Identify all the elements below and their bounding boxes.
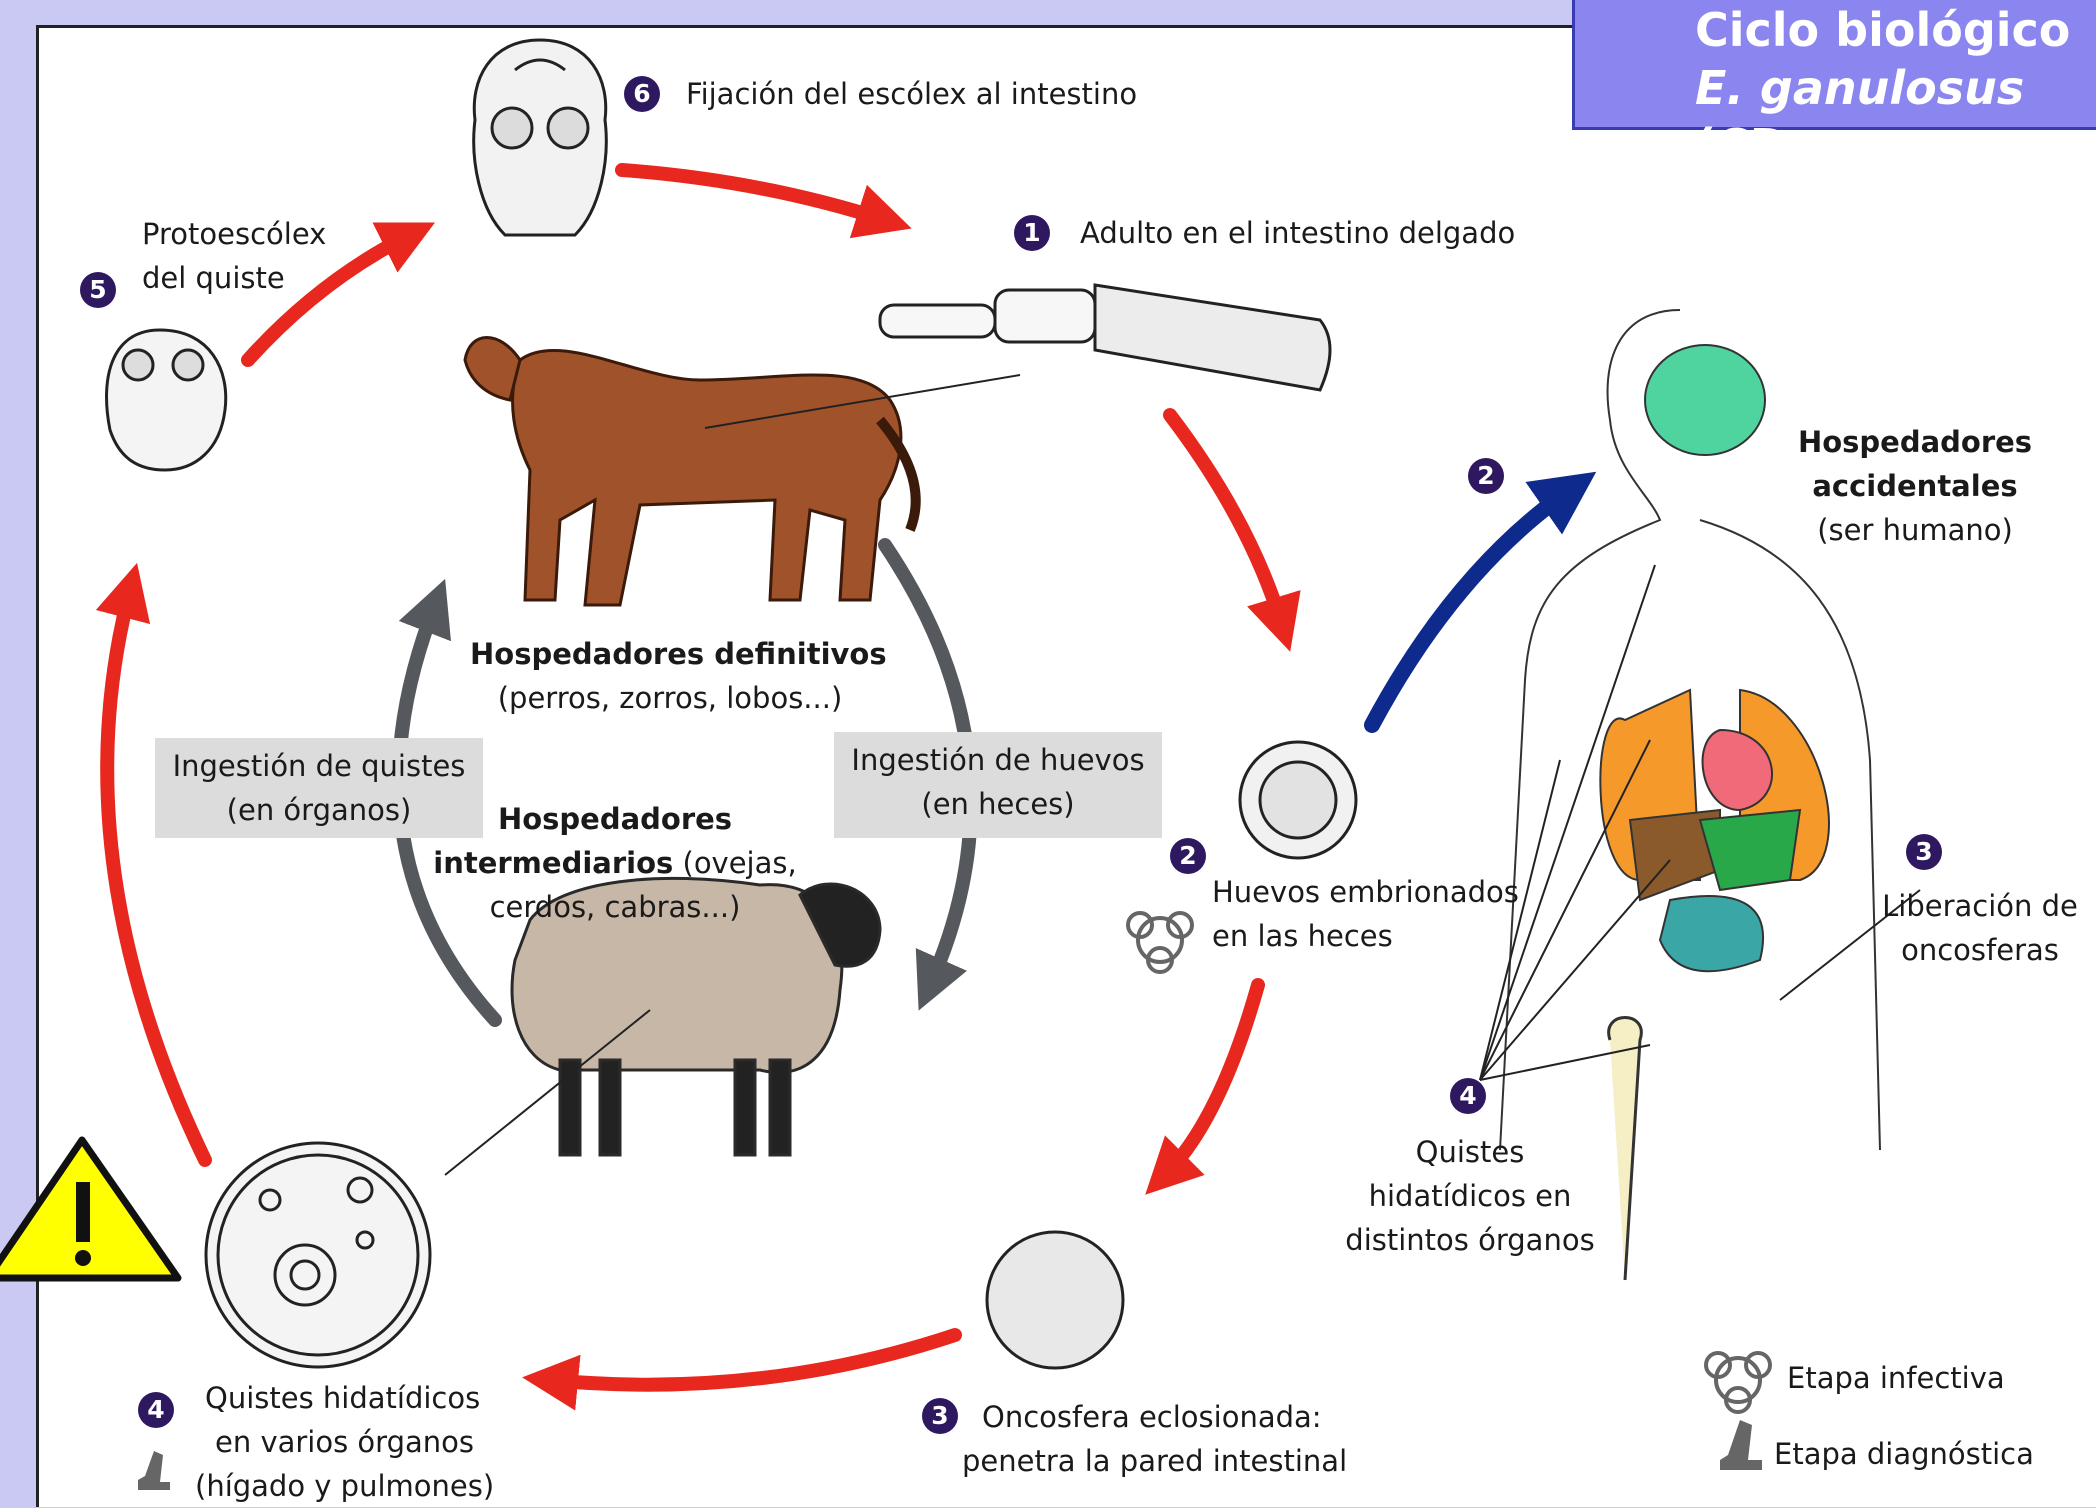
- accidental-host-title-line2: accidentales: [1790, 464, 2040, 508]
- title-species: E. ganulosus: [1695, 61, 2024, 115]
- human-cysts-line3: distintos órganos: [1300, 1218, 1640, 1262]
- accidental-host-subtitle: (ser humano): [1790, 508, 2040, 552]
- stage-6-badge: 6: [624, 76, 660, 112]
- stage-5-label-line1: Protoescólex: [142, 212, 326, 256]
- stage-5-badge: 5: [80, 272, 116, 308]
- biohazard-icon-egg-stage: [1128, 913, 1192, 972]
- human-cysts-line1: Quistes: [1300, 1130, 1640, 1174]
- human-stage-2-badge: 2: [1468, 458, 1504, 494]
- title-suffix: (CD: [1695, 119, 1788, 173]
- egg-ingestion-line1: Ingestión de huevos: [834, 738, 1162, 782]
- stage-4-badge: 4: [138, 1392, 174, 1428]
- oncosphere-release-line2: oncosferas: [1870, 928, 2090, 972]
- stage-1-badge: 1: [1014, 215, 1050, 251]
- arrow-6-to-1: [622, 170, 885, 220]
- stage-2-label-line2: en las heces: [1212, 914, 1393, 958]
- human-stage-3-badge: 3: [1906, 834, 1942, 870]
- stage-3-label-line1: Oncosfera eclosionada:: [982, 1395, 1322, 1439]
- stage-2-label-line1: Huevos embrionados: [1212, 870, 1519, 914]
- arrow-2-to-3: [1165, 985, 1258, 1175]
- scolex-illustration: [474, 40, 607, 235]
- stage-1-label: Adulto en el intestino delgado: [1080, 211, 1515, 255]
- arrow-1-to-2: [1170, 415, 1282, 625]
- warning-icon: [0, 1140, 178, 1278]
- oncosphere-illustration: [987, 1232, 1123, 1368]
- dog-illustration: [465, 338, 916, 606]
- stage-5-label-line2: del quiste: [142, 256, 285, 300]
- stage-2-badge: 2: [1170, 838, 1206, 874]
- legend-infective-label: Etapa infectiva: [1787, 1356, 2005, 1400]
- cyst-ingestion-line2: (en órganos): [155, 788, 483, 832]
- stage-3-label-line2: penetra la pared intestinal: [962, 1439, 1347, 1483]
- cyst-ingestion-box: Ingestión de quistes (en órganos): [155, 738, 483, 838]
- intermediate-host-line3: cerdos, cabras...): [440, 885, 790, 929]
- arrow-3-to-4: [550, 1335, 955, 1385]
- stage-4-label-line1: Quistes hidatídicos: [205, 1376, 480, 1420]
- microscope-icon-legend: [1720, 1420, 1762, 1470]
- intermediate-host-title: Hospedadores: [440, 797, 790, 841]
- intermediate-host-bold: intermediarios: [433, 846, 673, 880]
- biohazard-icon-legend: [1706, 1353, 1770, 1412]
- definitive-host-examples: (perros, zorros, lobos...): [470, 676, 870, 720]
- stage-3-badge: 3: [922, 1398, 958, 1434]
- title-box: Ciclo biológico E. ganulosus (CD: [1572, 0, 2096, 130]
- definitive-host-title: Hospedadores definitivos: [470, 632, 870, 676]
- human-cysts-line2: hidatídicos en: [1300, 1174, 1640, 1218]
- arrow-4-to-5: [107, 590, 205, 1160]
- oncosphere-release-line1: Liberación de: [1870, 884, 2090, 928]
- stage-6-label: Fijación del escólex al intestino: [686, 72, 1137, 116]
- protoscolex-illustration: [107, 330, 226, 470]
- egg-ingestion-line2: (en heces): [834, 782, 1162, 826]
- embryonated-egg-illustration: [1240, 742, 1356, 858]
- human-stage-4-badge: 4: [1450, 1078, 1486, 1114]
- title-line1: Ciclo biológico: [1695, 1, 2096, 59]
- title-line2: E. ganulosus (CD: [1695, 59, 2096, 175]
- stage-4-label-line2: en varios órganos: [215, 1420, 474, 1464]
- microscope-icon-stage4: [138, 1451, 170, 1490]
- adult-worm-illustration: [880, 285, 1330, 390]
- arrow-to-human: [1372, 490, 1570, 725]
- intermediate-host-examples-a: (ovejas,: [673, 846, 796, 880]
- intermediate-host-line2: intermediarios (ovejas,: [430, 841, 800, 885]
- accidental-host-title-line1: Hospedadores: [1790, 420, 2040, 464]
- egg-ingestion-box: Ingestión de huevos (en heces): [834, 732, 1162, 838]
- legend-diagnostic-label: Etapa diagnóstica: [1774, 1432, 2034, 1476]
- hydatid-cyst-illustration: [206, 1143, 430, 1367]
- cyst-ingestion-line1: Ingestión de quistes: [155, 744, 483, 788]
- stage-4-label-line3: (hígado y pulmones): [195, 1464, 494, 1508]
